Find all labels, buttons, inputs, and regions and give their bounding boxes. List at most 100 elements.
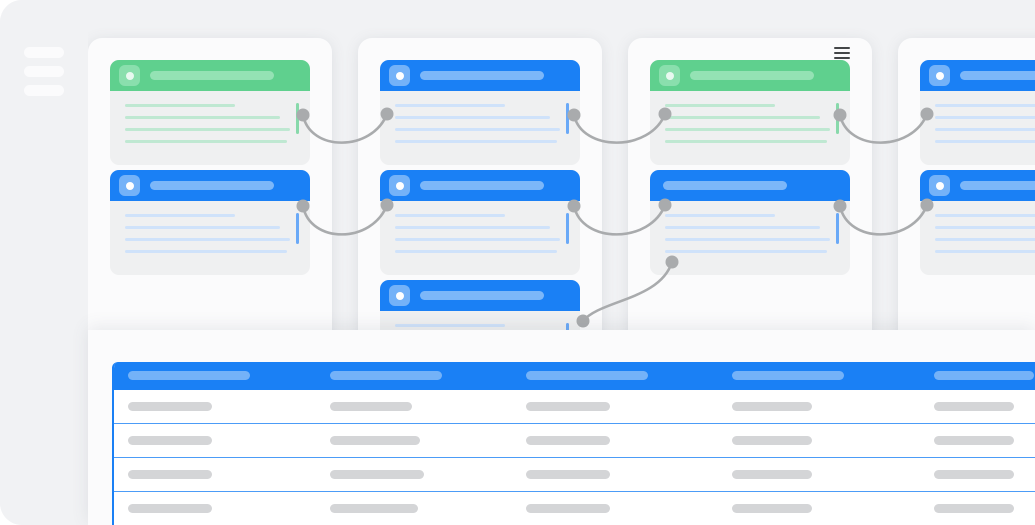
table-cell xyxy=(128,402,212,411)
text-line xyxy=(395,214,505,217)
card-1-2-body xyxy=(110,201,310,275)
text-line xyxy=(125,128,290,131)
col-header-2 xyxy=(330,371,442,380)
col-header-4 xyxy=(732,371,844,380)
text-line xyxy=(395,226,550,229)
text-line xyxy=(665,238,830,241)
card-4-1[interactable] xyxy=(920,60,1035,165)
text-line xyxy=(665,104,775,107)
text-line xyxy=(125,226,280,229)
table-cell xyxy=(732,436,812,445)
card-3-1[interactable] xyxy=(650,60,850,165)
table-header-row xyxy=(114,362,1035,390)
square-dot-icon xyxy=(389,65,410,86)
table-cell xyxy=(526,470,610,479)
card-3-2-body xyxy=(650,201,850,275)
table-cell xyxy=(526,504,610,513)
table-cell xyxy=(732,402,812,411)
left-sidebar xyxy=(0,0,88,525)
card-2-2-title-pill xyxy=(420,181,544,190)
square-dot-icon xyxy=(929,65,950,86)
table-cell xyxy=(128,470,212,479)
square-dot-icon xyxy=(659,65,680,86)
column-2 xyxy=(358,38,602,368)
card-4-2[interactable] xyxy=(920,170,1035,275)
card-3-2[interactable] xyxy=(650,170,850,275)
text-line xyxy=(395,140,557,143)
sidebar-menu-bar-2[interactable] xyxy=(24,66,64,77)
text-line xyxy=(935,226,1035,229)
table-cell xyxy=(934,470,1014,479)
text-line xyxy=(395,324,505,327)
card-4-1-header xyxy=(920,60,1035,91)
card-2-3-header xyxy=(380,280,580,311)
card-1-1[interactable] xyxy=(110,60,310,165)
text-line xyxy=(935,214,1035,217)
data-table[interactable] xyxy=(112,362,1035,525)
text-line xyxy=(395,116,550,119)
table-cell xyxy=(128,436,212,445)
accent-bar xyxy=(296,213,299,244)
column-1 xyxy=(88,38,332,368)
card-3-2-title-pill xyxy=(663,181,787,190)
accent-bar xyxy=(566,103,569,134)
card-2-2-header xyxy=(380,170,580,201)
accent-bar xyxy=(836,103,839,134)
card-4-2-header xyxy=(920,170,1035,201)
card-4-1-body xyxy=(920,91,1035,165)
card-3-1-body xyxy=(650,91,850,165)
card-2-2[interactable] xyxy=(380,170,580,275)
square-dot-icon xyxy=(929,175,950,196)
table-cell xyxy=(128,504,212,513)
table-cell xyxy=(526,402,610,411)
card-2-1-body xyxy=(380,91,580,165)
table-row-3[interactable] xyxy=(114,458,1035,492)
text-line xyxy=(125,104,235,107)
card-2-2-body xyxy=(380,201,580,275)
text-line xyxy=(665,140,827,143)
card-3-1-header xyxy=(650,60,850,91)
text-line xyxy=(395,128,560,131)
card-2-1-title-pill xyxy=(420,71,544,80)
sidebar-menu-bar-3[interactable] xyxy=(24,85,64,96)
square-dot-icon xyxy=(389,285,410,306)
table-cell xyxy=(934,436,1014,445)
table-cell xyxy=(330,470,424,479)
card-1-1-title-pill xyxy=(150,71,274,80)
table-cell xyxy=(330,402,412,411)
table-row-4[interactable] xyxy=(114,492,1035,525)
text-line xyxy=(125,116,280,119)
column-3 xyxy=(628,38,872,368)
card-4-2-title-pill xyxy=(960,181,1035,190)
table-cell xyxy=(934,504,1014,513)
text-line xyxy=(125,250,287,253)
sidebar-menu-bar-1[interactable] xyxy=(24,47,64,58)
table-row-1[interactable] xyxy=(114,390,1035,424)
card-2-1[interactable] xyxy=(380,60,580,165)
text-line xyxy=(665,250,827,253)
accent-bar xyxy=(566,213,569,244)
text-line xyxy=(125,238,290,241)
card-1-2[interactable] xyxy=(110,170,310,275)
table-row-2[interactable] xyxy=(114,424,1035,458)
col-header-5 xyxy=(934,371,1034,380)
col-header-1 xyxy=(128,371,250,380)
hamburger-icon[interactable] xyxy=(834,47,850,59)
table-body xyxy=(114,390,1035,525)
square-dot-icon xyxy=(119,65,140,86)
text-line xyxy=(665,214,775,217)
table-cell xyxy=(732,470,812,479)
text-line xyxy=(395,104,505,107)
text-line xyxy=(935,116,1035,119)
text-line xyxy=(935,250,1035,253)
text-line xyxy=(665,128,830,131)
accent-bar xyxy=(836,213,839,244)
card-1-2-header xyxy=(110,170,310,201)
col-header-3 xyxy=(526,371,648,380)
text-line xyxy=(935,238,1035,241)
card-2-1-header xyxy=(380,60,580,91)
text-line xyxy=(935,128,1035,131)
text-line xyxy=(395,238,560,241)
